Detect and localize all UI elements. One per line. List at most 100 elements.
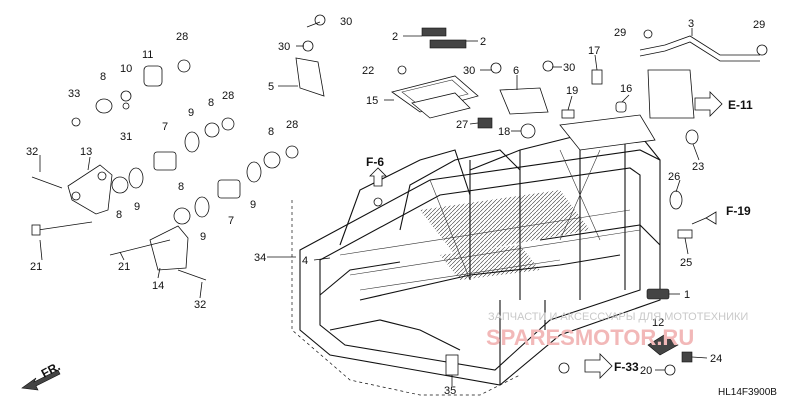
callout-8d: 8 <box>178 181 184 193</box>
bolt-F33 <box>558 362 570 374</box>
arrow-f6-icon <box>369 167 387 187</box>
bushing-8a <box>95 98 113 114</box>
plate-15-lower <box>411 92 471 119</box>
callout-18: 18 <box>498 126 510 138</box>
ref-f6: F-6 <box>366 155 384 169</box>
bushing-8d <box>173 207 191 225</box>
frame-outer-rail <box>299 149 661 386</box>
watermark: ЗАПЧАСТИ И АКСЕССУАРЫ ДЛЯ МОТОТЕХНИКИ SP… <box>486 311 748 350</box>
callout-21a: 21 <box>30 261 42 273</box>
callout-17: 17 <box>588 45 600 57</box>
callout-6: 6 <box>513 65 519 77</box>
callout-34: 34 <box>254 252 266 264</box>
sensor-17 <box>591 69 603 85</box>
frame-floor-line-3 <box>359 259 561 291</box>
grommet-18 <box>520 123 536 139</box>
callout-23: 23 <box>692 161 704 173</box>
callout-21b: 21 <box>118 261 130 273</box>
ring-28b <box>177 59 191 73</box>
nut-31 <box>122 102 130 110</box>
frame-cage-left <box>339 149 471 246</box>
leader-lines <box>39 21 708 386</box>
callout-30c: 30 <box>463 65 475 77</box>
bushing-8c <box>111 176 129 194</box>
callout-9d: 9 <box>250 199 256 211</box>
callout-28a: 28 <box>176 31 188 43</box>
callout-30b: 30 <box>340 16 352 28</box>
grommet-16 <box>615 101 627 113</box>
gear-9d <box>246 161 262 183</box>
reference-labels: E-11 F-6 F-19 F-33 FR. <box>39 98 753 381</box>
ref-f33: F-33 <box>614 360 639 374</box>
callout-5: 5 <box>268 81 274 93</box>
bolt-30b <box>302 40 314 52</box>
bracket-6 <box>499 87 549 115</box>
frame-cross-rear <box>539 224 661 246</box>
callout-9a: 9 <box>188 107 194 119</box>
frame-inner-rail <box>319 167 641 371</box>
gear-9b <box>128 167 144 189</box>
clip-24 <box>681 351 693 363</box>
ref-f19: F-19 <box>726 204 751 218</box>
callout-8c: 8 <box>116 209 122 221</box>
callout-30a: 30 <box>278 41 290 53</box>
bolt-20 <box>664 364 676 376</box>
diagram-code: HL14F3900B <box>718 387 777 398</box>
ref-e11: E-11 <box>728 98 753 112</box>
ring-28c <box>285 145 299 159</box>
bracket-13-hole-b <box>97 171 107 181</box>
bracket-13 <box>67 164 113 215</box>
bolt-21a <box>37 221 93 231</box>
callout-22: 22 <box>362 65 374 77</box>
front-arrow-icon <box>21 369 61 391</box>
main-frame <box>291 75 679 396</box>
floor-hatch <box>420 190 590 255</box>
bolt-30d <box>542 60 554 72</box>
watermark-line2: SPARESMOTOR.RU <box>486 325 694 350</box>
callout-9b: 9 <box>134 201 140 213</box>
bracket-13-hole <box>71 191 81 201</box>
arrow-e11-icon <box>694 91 723 117</box>
callout-2a: 2 <box>392 31 398 43</box>
callout-27: 27 <box>456 119 468 131</box>
bolt-22 <box>397 65 407 75</box>
watermark-line1: ЗАПЧАСТИ И АКСЕССУАРЫ ДЛЯ МОТОТЕХНИКИ <box>488 311 748 323</box>
pad-12 <box>647 334 679 356</box>
callout-12: 12 <box>652 317 664 329</box>
grommet-23 <box>685 129 699 145</box>
bolt-30c <box>490 62 502 74</box>
frame-cage-mid <box>399 149 521 231</box>
clip-19 <box>561 109 575 119</box>
grommet-26 <box>669 190 683 210</box>
hose-3 <box>639 35 760 56</box>
left-parts <box>31 59 299 281</box>
callout-15: 15 <box>366 95 378 107</box>
callout-8b: 8 <box>208 97 214 109</box>
ring-28a <box>221 117 235 131</box>
shaft-7b <box>217 179 241 199</box>
hose-3-b <box>639 41 760 62</box>
frame-outline-dashed <box>291 200 521 396</box>
callout-20: 20 <box>640 365 652 377</box>
frame-lower-front <box>329 319 461 351</box>
callout-26: 26 <box>668 171 680 183</box>
gear-9c <box>194 196 210 218</box>
hose-bracket-E11 <box>647 69 695 119</box>
bushing-8b <box>204 122 220 138</box>
callout-29a: 29 <box>614 27 626 39</box>
callout-24: 24 <box>710 353 722 365</box>
reference-arrows <box>21 91 723 391</box>
callout-9c: 9 <box>200 231 206 243</box>
bolt-32b <box>177 269 207 281</box>
callout-4: 4 <box>302 255 308 267</box>
pad-2b <box>429 39 467 49</box>
frame-diag-1 <box>429 179 471 281</box>
callout-3: 3 <box>688 18 694 30</box>
cap-10 <box>120 90 132 102</box>
callout-8a: 8 <box>100 71 106 83</box>
callout-13: 13 <box>80 146 92 158</box>
callout-2b: 2 <box>480 36 486 48</box>
callout-14: 14 <box>152 280 164 292</box>
frame-floor-line-1 <box>339 209 631 256</box>
